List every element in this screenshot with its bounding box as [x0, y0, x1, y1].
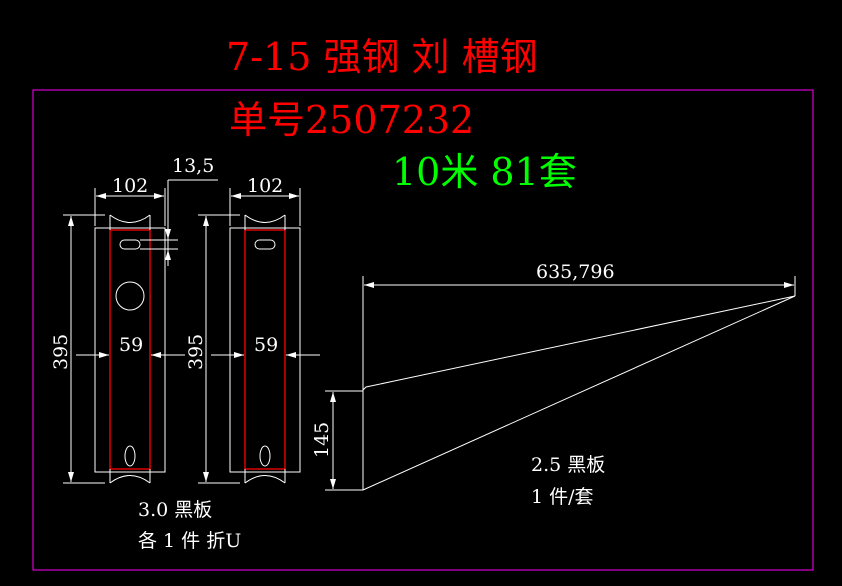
quantity-label: 10米 81套 — [392, 150, 577, 194]
part-a-inner-dim: 59 — [119, 334, 143, 356]
triangle-height-dim: 145 — [311, 422, 333, 458]
part-b-inner-dim: 59 — [254, 334, 278, 356]
part-a-note-1: 3.0 黑板 — [138, 499, 212, 521]
part-a-height-dim: 395 — [50, 334, 72, 370]
triangle-note-1: 2.5 黑板 — [531, 454, 605, 476]
part-b-height-dim: 395 — [185, 334, 207, 370]
part-b-width-dim: 102 — [247, 175, 283, 197]
slot-dim: 13,5 — [172, 155, 214, 177]
title-line: 7-15 强钢 刘 槽钢 — [226, 35, 538, 79]
part-a-note-2: 各 1 件 折U — [138, 530, 241, 552]
part-a-width-dim: 102 — [112, 175, 148, 197]
triangle-part: 635,796 145 — [311, 261, 796, 491]
triangle-length-dim: 635,796 — [536, 261, 615, 283]
part-b: 102 395 59 — [185, 175, 320, 484]
part-a: 102 395 59 13,5 — [50, 155, 218, 484]
triangle-note-2: 1 件/套 — [531, 486, 594, 508]
order-number: 单号2507232 — [229, 98, 474, 142]
drawing-border — [32, 89, 814, 571]
